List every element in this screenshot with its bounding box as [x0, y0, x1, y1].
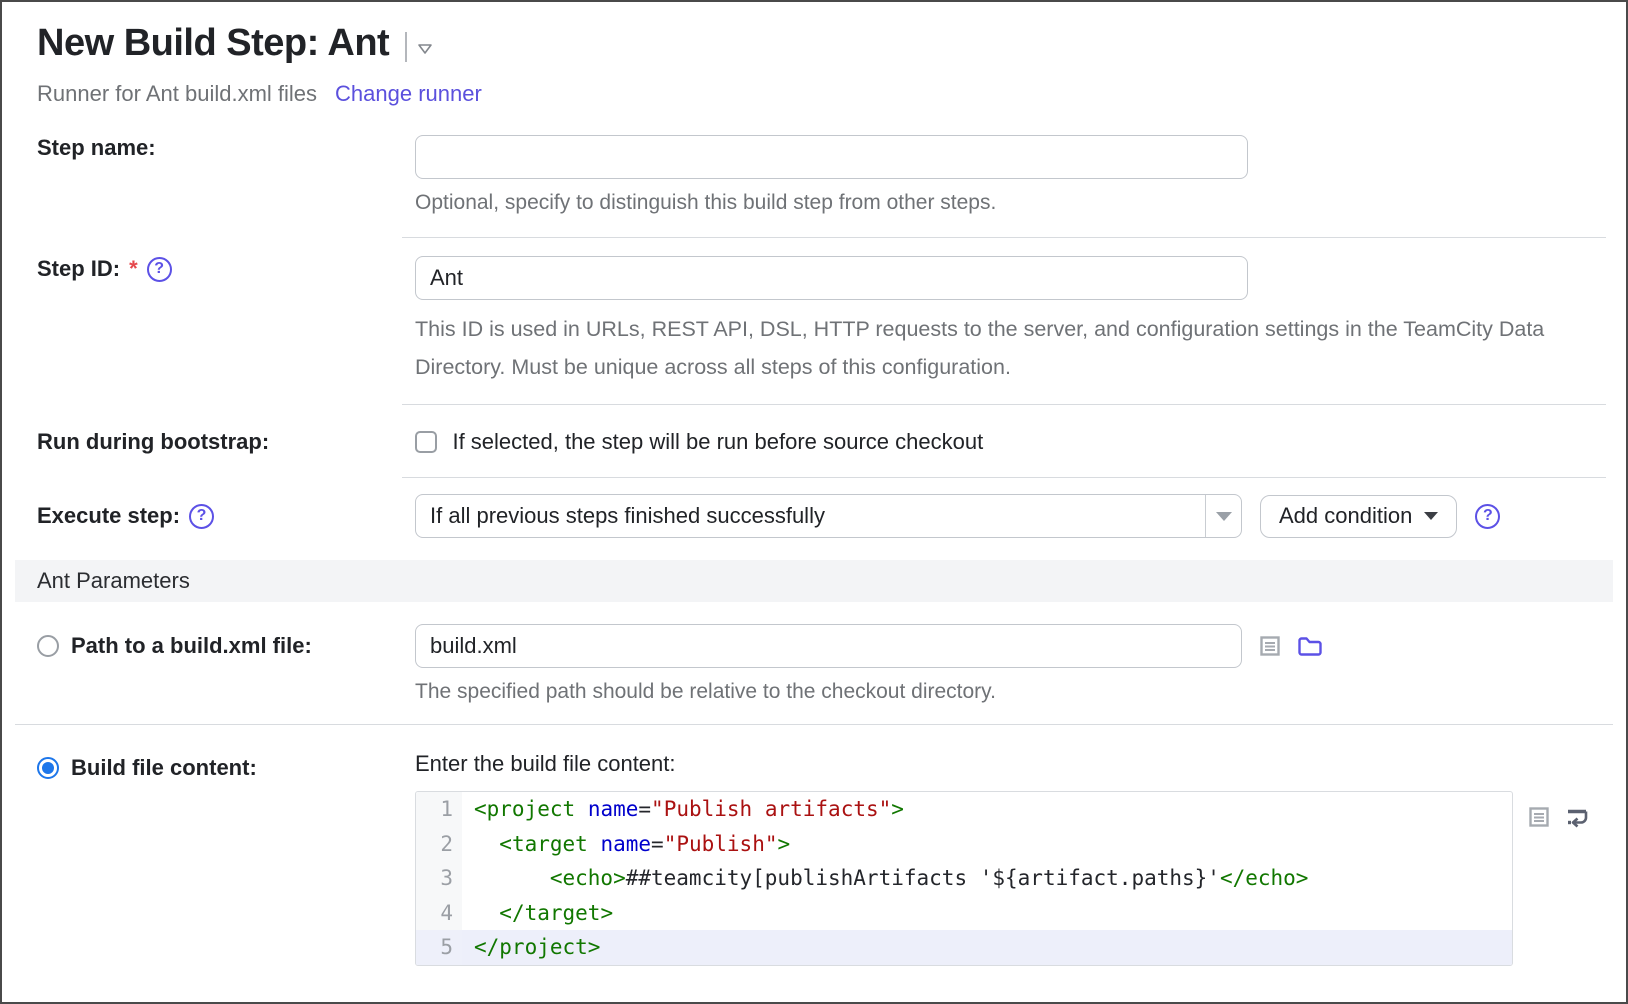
code-text: <project name="Publish artifacts"> [474, 797, 904, 822]
title-separator [405, 31, 408, 62]
help-icon[interactable]: ? [146, 256, 172, 282]
chevron-down-icon[interactable] [417, 42, 433, 56]
required-asterisk: * [129, 256, 138, 281]
chevron-down-icon [1215, 511, 1232, 521]
execute-step-select[interactable]: If all previous steps finished successfu… [415, 494, 1242, 538]
section-title: Ant Parameters [37, 568, 190, 593]
build-xml-path-row: Path to a build.xml file: The specified … [2, 624, 1626, 704]
help-icon[interactable]: ? [1475, 503, 1501, 529]
code-text: <target name="Publish"> [499, 831, 791, 856]
path-radio[interactable] [37, 635, 59, 657]
execute-step-selected-value: If all previous steps finished successfu… [430, 503, 825, 528]
step-id-label: Step ID: [37, 256, 121, 281]
divider [402, 237, 1606, 238]
help-icon[interactable]: ? [189, 503, 215, 529]
code-line[interactable]: 2 <target name="Publish"> [416, 826, 1512, 861]
runner-subtitle-row: Runner for Ant build.xml files Change ru… [2, 65, 1626, 107]
editor-prompt: Enter the build file content: [415, 751, 676, 776]
step-id-row: Step ID: * ? This ID is used in URLs, RE… [2, 256, 1626, 386]
folder-icon[interactable] [1296, 634, 1324, 658]
code-text: </project> [474, 935, 601, 960]
page-header: New Build Step: Ant [2, 2, 1626, 65]
execute-step-row: Execute step: ? If all previous steps fi… [2, 494, 1626, 538]
add-condition-label: Add condition [1279, 503, 1413, 528]
build-file-content-row: Build file content: Enter the build file… [2, 751, 1626, 966]
step-name-row: Step name: Optional, specify to distingu… [2, 135, 1626, 215]
content-radio[interactable] [37, 757, 59, 779]
ant-parameters-section-header: Ant Parameters [15, 560, 1613, 602]
build-file-code-editor[interactable]: 1 <project name="Publish artifacts"> 2 <ta… [415, 791, 1513, 966]
change-runner-link[interactable]: Change runner [335, 81, 482, 106]
runner-description: Runner for Ant build.xml files [37, 81, 318, 106]
bootstrap-label: Run during bootstrap: [37, 429, 270, 454]
word-wrap-icon[interactable] [1563, 805, 1591, 833]
divider [402, 404, 1606, 405]
line-number: 5 [416, 930, 462, 965]
code-text: </target> [499, 900, 614, 925]
step-name-label: Step name: [37, 135, 156, 160]
page-title: New Build Step: Ant [37, 22, 390, 64]
step-name-input[interactable] [415, 135, 1248, 179]
line-number: 2 [416, 826, 462, 861]
code-line[interactable]: 1 <project name="Publish artifacts"> [416, 792, 1512, 827]
code-line[interactable]: 5 </project> [416, 930, 1512, 965]
step-id-input[interactable] [415, 256, 1248, 300]
bootstrap-checkbox-label: If selected, the step will be run before… [452, 429, 984, 454]
build-xml-path-input[interactable] [415, 624, 1242, 668]
code-line[interactable]: 4 </target> [416, 895, 1512, 930]
bootstrap-checkbox[interactable] [415, 431, 437, 453]
line-number: 4 [416, 895, 462, 930]
line-number: 3 [416, 861, 462, 896]
add-condition-button[interactable]: Add condition [1260, 494, 1458, 538]
code-line[interactable]: 3 <echo>##teamcity[publishArtifacts '${a… [416, 861, 1512, 896]
step-id-description: This ID is used in URLs, REST API, DSL, … [415, 317, 1545, 379]
execute-step-label: Execute step: [37, 503, 181, 528]
line-number: 1 [416, 792, 462, 827]
bootstrap-row: Run during bootstrap: If selected, the s… [2, 429, 1626, 455]
parameter-list-icon[interactable] [1527, 805, 1551, 829]
chevron-down-icon [1424, 512, 1439, 520]
divider [15, 724, 1613, 725]
code-text: <echo>##teamcity[publishArtifacts '${art… [549, 866, 1309, 891]
content-radio-label: Build file content: [71, 755, 257, 780]
step-name-hint: Optional, specify to distinguish this bu… [415, 191, 997, 214]
parameter-list-icon[interactable] [1258, 634, 1282, 658]
path-radio-label: Path to a build.xml file: [71, 633, 312, 658]
select-arrow-zone[interactable] [1205, 495, 1241, 537]
path-hint: The specified path should be relative to… [415, 680, 996, 703]
divider [402, 477, 1606, 478]
